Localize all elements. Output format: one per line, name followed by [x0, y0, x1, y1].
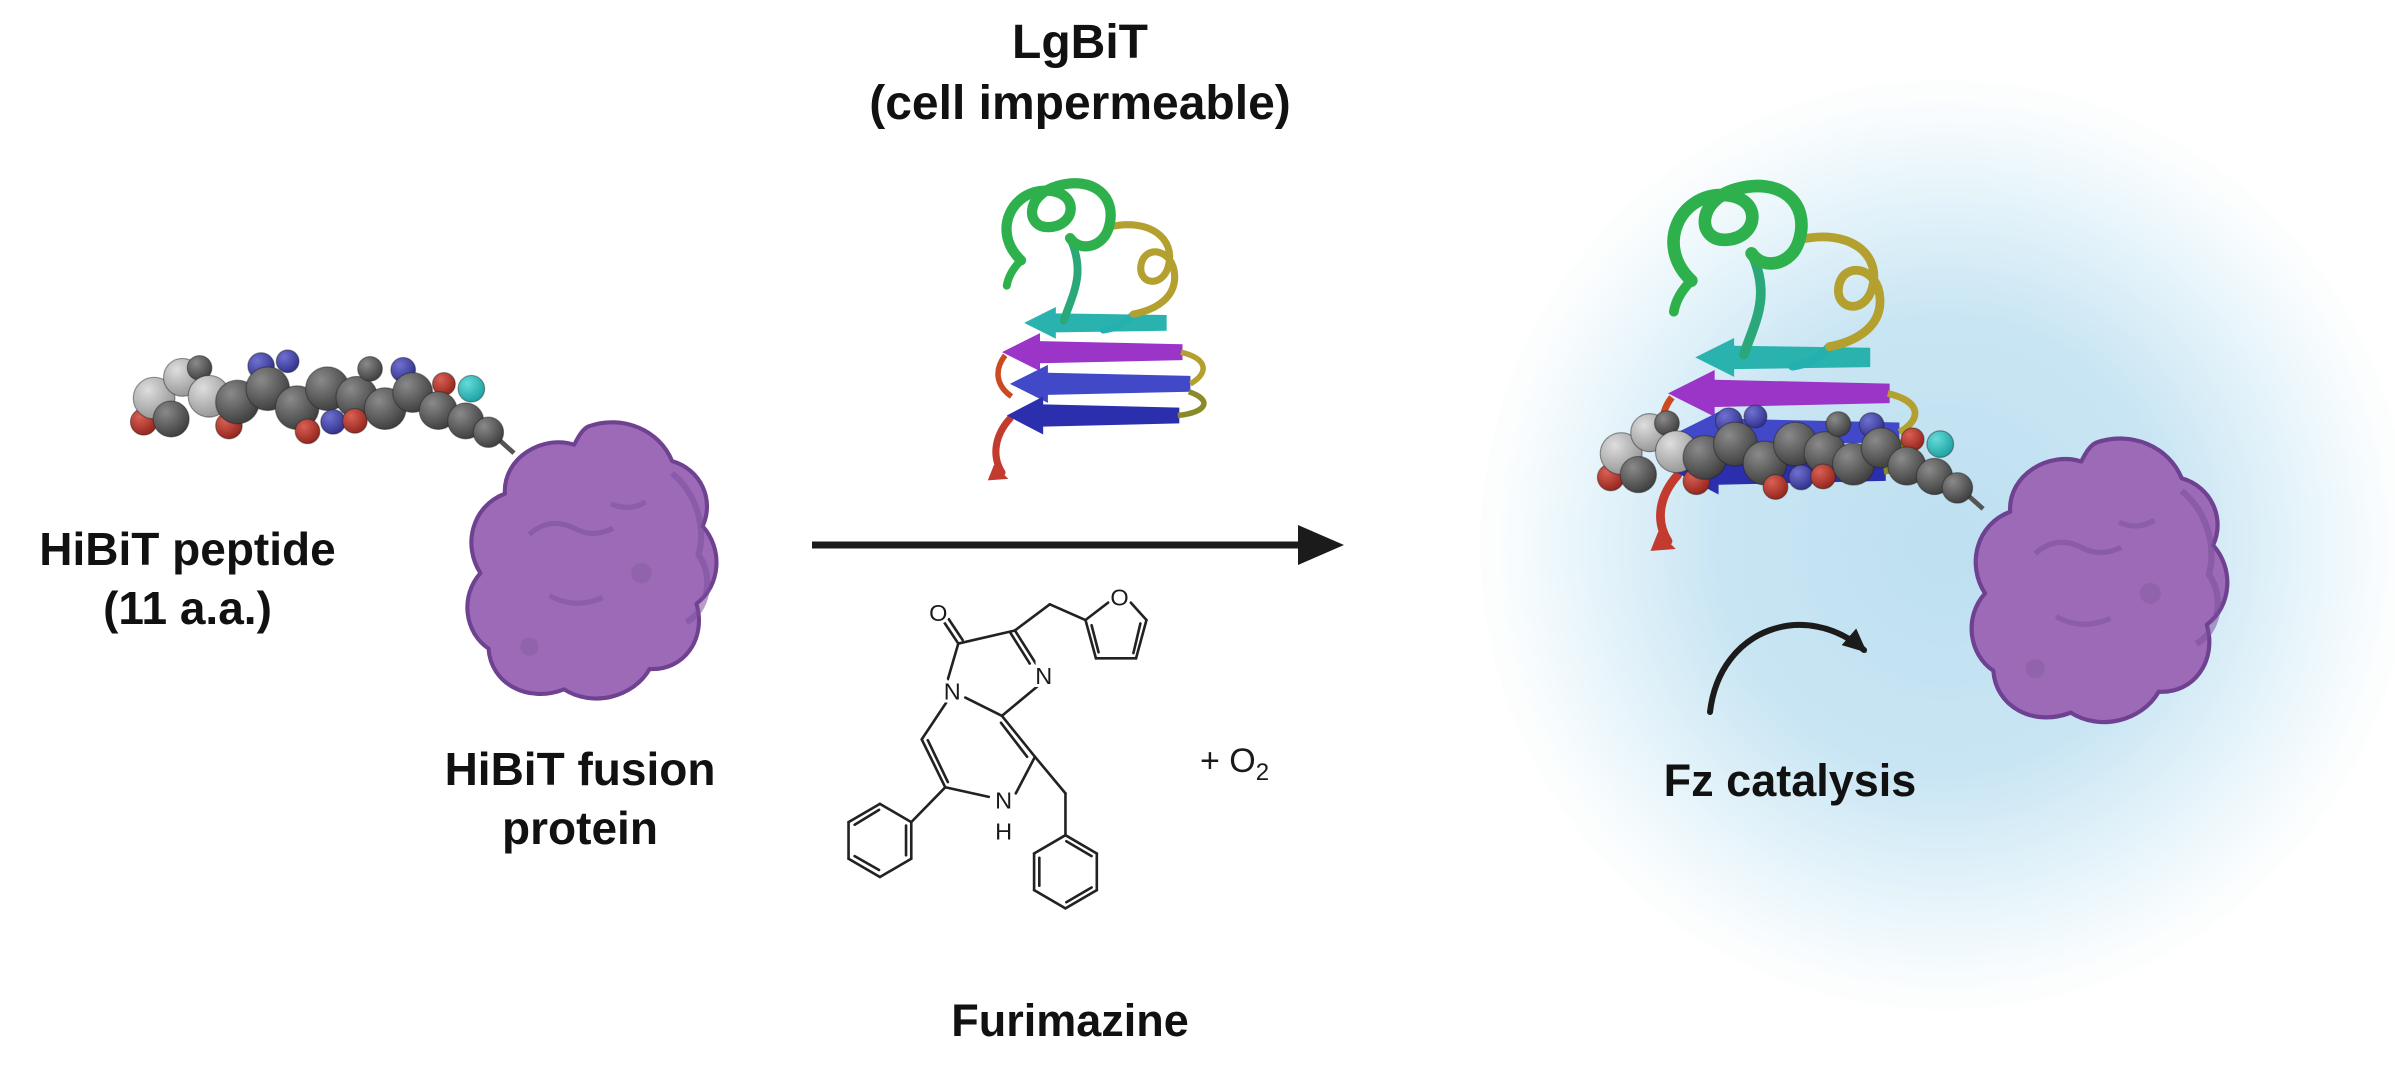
hibit-peptide-label-line2: (11 a.a.)	[103, 581, 272, 634]
lgbit-subtitle: (cell impermeable)	[869, 77, 1291, 131]
fz-catalysis-label-text: Fz catalysis	[1663, 755, 1917, 806]
fusion-protein-label-line1: HiBiT fusion	[444, 743, 716, 795]
furimazine-label: Furimazine	[860, 992, 1280, 1050]
hibit-peptide-spheres	[118, 330, 516, 491]
lgbit-ribbon-illustration	[945, 162, 1230, 479]
fz-catalysis-arrow	[1707, 622, 1868, 715]
fusion-protein-label: HiBiT fusion protein	[390, 740, 770, 858]
furan-oxygen-label: O	[1110, 584, 1128, 610]
nh-hydrogen-label: H	[995, 819, 1012, 845]
reaction-arrowhead	[1298, 525, 1344, 565]
fz-catalysis-label: Fz catalysis	[1630, 752, 1950, 810]
lgbit-title: LgBiT	[1012, 16, 1148, 69]
oxygen-prefix: + O	[1200, 742, 1256, 780]
furimazine-structure: O N N N H O	[847, 581, 1148, 910]
fusion-protein-label-line2: protein	[502, 801, 658, 854]
ring-nitrogen-nh-label: N	[995, 787, 1012, 813]
ring-nitrogen-1-label: N	[1035, 663, 1052, 689]
furimazine-label-text: Furimazine	[951, 995, 1189, 1046]
oxygen-label: + O2	[1200, 742, 1269, 787]
lgbit-label: LgBiT (cell impermeable)	[820, 12, 1340, 135]
ketone-oxygen-label: O	[929, 600, 947, 626]
ring-nitrogen-bridgehead-label: N	[944, 678, 961, 704]
hibit-peptide-label: HiBiT peptide (11 a.a.)	[0, 520, 375, 638]
assembled-complex-blob	[1962, 428, 2234, 742]
reaction-arrow	[812, 525, 1344, 565]
hibit-peptide-label-line1: HiBiT peptide	[39, 523, 336, 575]
luminescence-glow	[1480, 80, 2395, 1010]
oxygen-subscript: 2	[1255, 758, 1270, 786]
assembled-complex-spheres	[1585, 385, 1985, 547]
